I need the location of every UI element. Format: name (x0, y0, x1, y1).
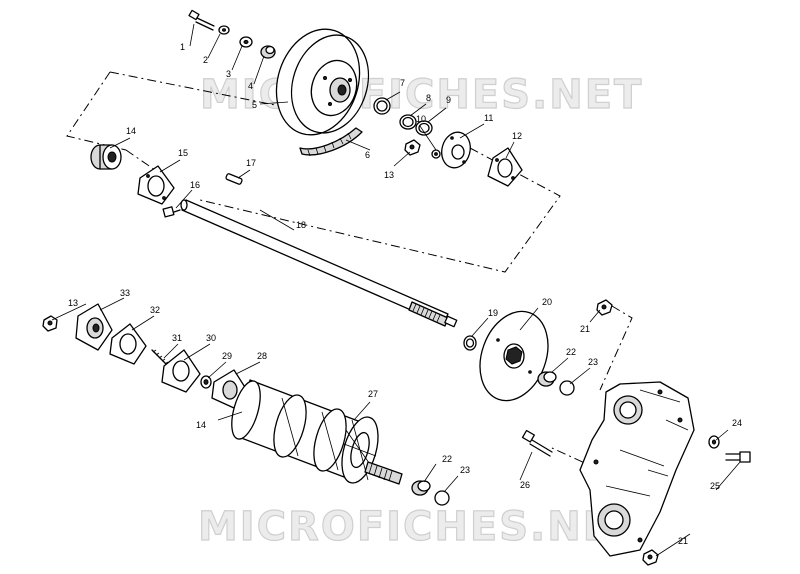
callout-28: 28 (257, 351, 267, 361)
callout-24: 24 (732, 418, 742, 428)
seal-ring-part-7 (373, 97, 391, 115)
callout-11: 11 (484, 113, 493, 123)
callout-5: 5 (252, 100, 257, 110)
callout-23-lower: 23 (460, 465, 470, 475)
bolt-part-25 (725, 451, 751, 463)
nut-part-13-upper (404, 139, 421, 156)
callout-17: 17 (246, 158, 256, 168)
callout-25: 25 (710, 481, 720, 491)
chaincase-housing (579, 381, 695, 557)
callout-31: 31 (172, 333, 182, 343)
bearing-part-14-upper (90, 144, 122, 170)
callout-21-lower: 21 (678, 536, 688, 546)
bushing-part-29 (200, 375, 212, 389)
callout-12: 12 (512, 131, 522, 141)
seal-ring-part-19 (463, 335, 477, 351)
callout-27: 27 (368, 389, 378, 399)
callout-labels: 1 2 3 4 5 6 7 8 9 10 11 12 13 14 15 16 1… (68, 42, 742, 546)
washer-part-10 (431, 149, 441, 159)
callout-22-upper: 22 (566, 347, 576, 357)
callout-20: 20 (542, 297, 552, 307)
oring-part-8 (399, 114, 417, 130)
shaft-part-18 (180, 199, 458, 328)
bushing-part-22-lower (411, 480, 431, 496)
callout-19: 19 (488, 308, 498, 318)
callout-21-upper: 21 (580, 324, 590, 334)
bearing-flange-part-33 (75, 303, 113, 351)
callout-33: 33 (120, 288, 130, 298)
callout-6: 6 (365, 150, 370, 160)
callout-18: 18 (296, 220, 306, 230)
callout-2: 2 (203, 55, 208, 65)
callout-26: 26 (520, 480, 530, 490)
shim-part-23-upper (559, 380, 575, 396)
watermark-bottom: MICROFICHES.NET (198, 504, 641, 550)
key-part-17 (225, 173, 243, 185)
callout-15: 15 (178, 148, 188, 158)
callout-14-lower: 14 (196, 420, 206, 430)
brake-disc-part-20 (479, 310, 549, 402)
callout-13: 13 (384, 170, 394, 180)
callout-23-upper: 23 (588, 357, 598, 367)
callout-10: 10 (416, 114, 426, 124)
spring-pin-part-31 (151, 349, 169, 367)
nut-part-21-lower (642, 549, 659, 566)
bolt-part-1 (188, 9, 215, 31)
bushing-part-4 (260, 45, 276, 59)
callout-13-lower: 13 (68, 298, 78, 308)
callout-4: 4 (248, 81, 253, 91)
washer-part-2 (218, 25, 230, 35)
callout-9: 9 (446, 95, 451, 105)
assembly-line-upper (66, 71, 561, 273)
bushing-part-22-upper (537, 371, 557, 387)
flange-part-12 (487, 147, 523, 187)
nut-part-13-lower (42, 315, 58, 332)
callout-22-lower: 22 (442, 454, 452, 464)
callout-8: 8 (426, 93, 431, 103)
callout-30: 30 (206, 333, 216, 343)
washer-part-24 (708, 435, 720, 449)
leader-lines (51, 23, 741, 557)
washer-part-3 (239, 36, 253, 48)
callout-7: 7 (400, 78, 405, 88)
flange-part-32 (109, 323, 147, 365)
flange-part-15 (137, 165, 175, 205)
callout-32: 32 (150, 305, 160, 315)
callout-14: 14 (126, 126, 136, 136)
callout-29: 29 (222, 351, 232, 361)
bolt-part-16 (162, 206, 181, 218)
shim-part-23-lower (434, 490, 450, 506)
nut-part-21-upper (596, 299, 613, 316)
bearing-plate-part-11 (441, 131, 471, 169)
drive-shaft-sprockets-part-27 (231, 379, 403, 485)
sprocket-pulley-part-5 (275, 28, 370, 136)
bolt-part-26 (521, 429, 553, 457)
callout-16: 16 (190, 180, 200, 190)
watermark-top: MICROFICHES.NET (200, 72, 643, 118)
callout-3: 3 (226, 69, 231, 79)
callout-1: 1 (180, 42, 185, 52)
flange-part-30 (161, 349, 201, 393)
